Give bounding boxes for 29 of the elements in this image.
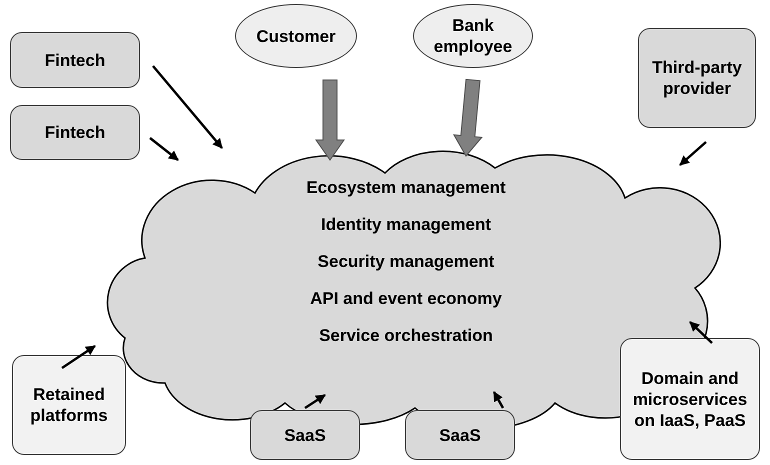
system-box bbox=[250, 410, 360, 460]
node-label: Domain and microservices on IaaS, PaaS bbox=[632, 368, 748, 430]
node-label: SaaS bbox=[284, 424, 326, 446]
node-label: SaaS bbox=[439, 424, 481, 446]
block-arrow bbox=[452, 78, 483, 157]
node-label: API and event economy bbox=[310, 288, 502, 309]
arrow bbox=[304, 394, 326, 410]
block-arrow bbox=[315, 80, 345, 161]
system-box bbox=[405, 410, 515, 460]
system-box bbox=[12, 355, 126, 455]
node-label: Fintech bbox=[44, 50, 106, 70]
arrow bbox=[152, 65, 223, 149]
arrow bbox=[492, 391, 504, 409]
system-box bbox=[620, 338, 760, 460]
node-label: Third-party provider bbox=[651, 57, 743, 99]
system-box bbox=[10, 32, 140, 88]
node-label: Customer bbox=[256, 26, 336, 46]
system-box bbox=[10, 105, 140, 160]
node-label: Ecosystem management bbox=[306, 177, 506, 198]
system-box bbox=[638, 28, 756, 128]
arrow bbox=[679, 141, 707, 166]
arrow bbox=[149, 137, 179, 161]
node-label: Security management bbox=[318, 251, 494, 272]
node-label: Service orchestration bbox=[319, 325, 493, 346]
node-label: Bank employee bbox=[432, 15, 514, 57]
node-label: Fintech bbox=[44, 122, 106, 143]
arrow bbox=[61, 344, 96, 370]
node-label: Identity management bbox=[320, 214, 492, 235]
node-label: Retained platforms bbox=[29, 384, 109, 426]
